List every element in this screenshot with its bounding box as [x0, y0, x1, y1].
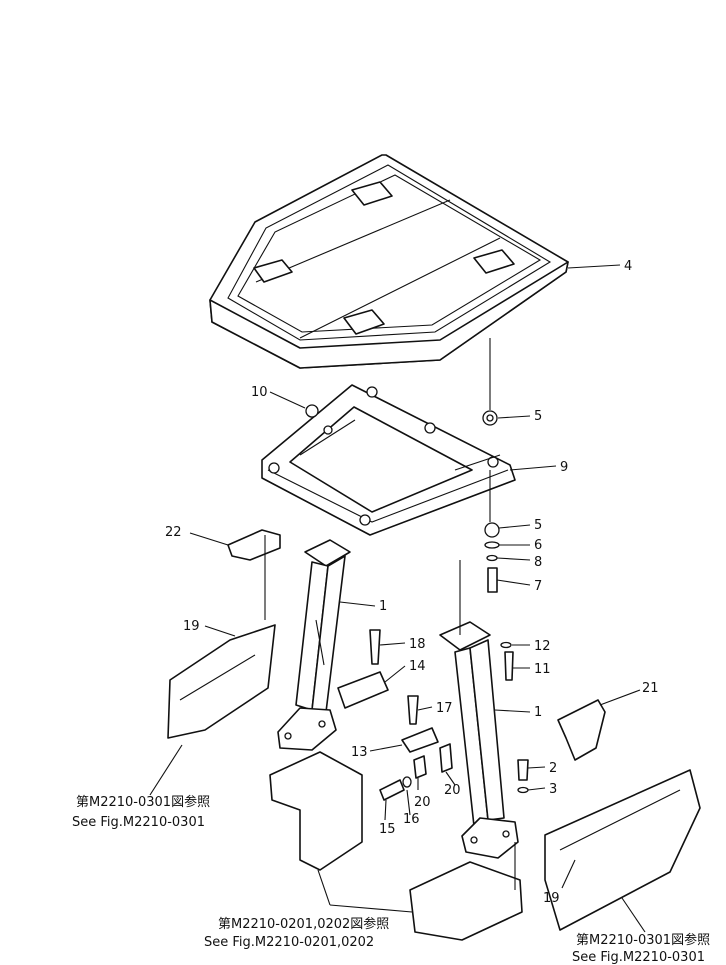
ref-right-en: See Fig.M2210-0301 [572, 950, 705, 965]
callout-20: 20 [414, 795, 431, 810]
callout-12: 12 [534, 639, 551, 654]
callout-7: 7 [534, 579, 542, 594]
callout-1: 1 [379, 599, 387, 614]
roof-frame [261, 384, 516, 536]
pillar-left [277, 539, 351, 751]
callout-19: 19 [543, 891, 560, 906]
leader-lines [149, 264, 646, 933]
callout-5: 5 [534, 409, 542, 424]
callout-11: 11 [534, 662, 551, 677]
callout-22: 22 [165, 525, 182, 540]
ref-center-jp: 第M2210-0201,0202図参照 [218, 916, 389, 932]
roof-panel [209, 154, 569, 369]
callout-numbers: 4 5 10 9 5 6 8 7 22 1 19 18 14 12 11 21 … [165, 259, 659, 906]
callout-3: 3 [549, 782, 557, 797]
ref-left-jp: 第M2210-0301図参照 [76, 794, 210, 810]
callout-4: 4 [624, 259, 632, 274]
callout-6: 6 [534, 538, 542, 553]
ref-right-jp: 第M2210-0301図参照 [576, 932, 710, 948]
callout-10: 10 [251, 385, 268, 400]
callout-19: 19 [183, 619, 200, 634]
lower-bases [269, 751, 523, 941]
callout-17: 17 [436, 701, 453, 716]
callout-13: 13 [351, 745, 368, 760]
callout-5: 5 [534, 518, 542, 533]
hardware [305, 404, 529, 801]
ref-center-en: See Fig.M2210-0201,0202 [204, 935, 374, 950]
callout-8: 8 [534, 555, 542, 570]
callout-16: 16 [403, 812, 420, 827]
callout-14: 14 [409, 659, 426, 674]
pillar-right [439, 621, 519, 859]
ref-left-en: See Fig.M2210-0301 [72, 815, 205, 830]
figure-references: 第M2210-0301図参照 See Fig.M2210-0301 第M2210… [72, 794, 710, 965]
brackets [167, 529, 701, 931]
callout-9: 9 [560, 460, 568, 475]
callout-21: 21 [642, 681, 659, 696]
callout-1: 1 [534, 705, 542, 720]
callout-20: 20 [444, 783, 461, 798]
callout-18: 18 [409, 637, 426, 652]
callout-15: 15 [379, 822, 396, 837]
callout-2: 2 [549, 761, 557, 776]
